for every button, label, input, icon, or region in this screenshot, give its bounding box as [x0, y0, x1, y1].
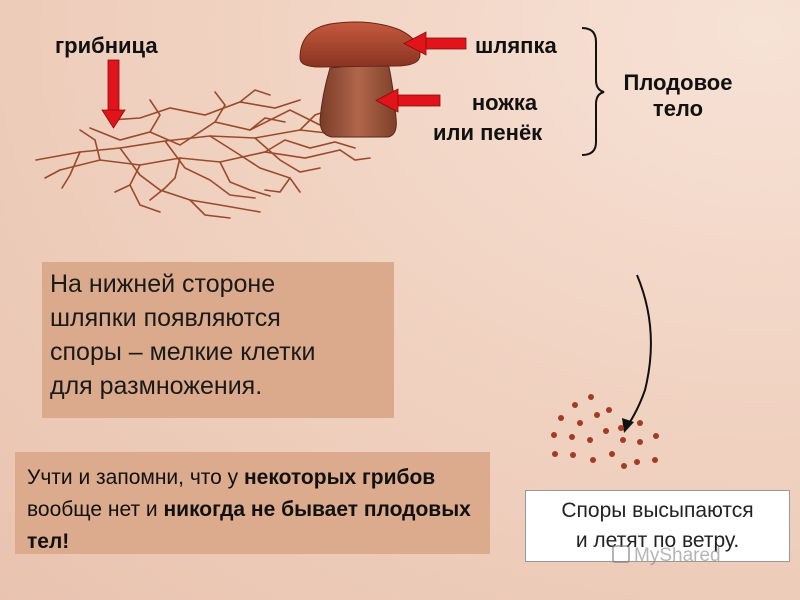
remember-note: Учти и запомни, что у некоторых грибов в… — [15, 452, 490, 554]
watermark: MyShared — [612, 545, 721, 567]
info-line-3: споры – мелкие клетки — [50, 338, 316, 366]
note-bold-1: некоторых грибов — [244, 466, 436, 489]
watermark-icon — [612, 545, 630, 563]
note-text-1: Учти и запомни, что у — [27, 466, 244, 489]
mushroom-cap — [299, 21, 421, 68]
cap-label: шляпка — [475, 33, 557, 58]
fruit-body-label-line2: тело — [652, 96, 704, 121]
stem-label-line1: ножка — [471, 90, 538, 115]
note-text-2: вообще нет и — [27, 498, 164, 521]
mycelium-network — [35, 89, 371, 219]
info-line-1: На нижней стороне — [50, 270, 276, 298]
fruit-body-brace — [581, 27, 605, 156]
spore-info-box: На нижней стороне шляпки появляются спор… — [42, 262, 394, 418]
fruit-body-label-line1: Плодовое — [623, 70, 733, 95]
mushroom — [299, 21, 421, 138]
stem-label: ножка — [452, 90, 557, 116]
arrow-to-cap — [403, 31, 467, 56]
mycelium-label: грибница — [55, 33, 158, 58]
stem-label-line2: или пенёк — [433, 120, 543, 145]
spores-caption-box: Споры высыпаются и летят по ветру. — [525, 490, 790, 562]
spore-dots — [551, 394, 659, 469]
arrow-to-mycelium — [101, 59, 126, 129]
info-line-2: шляпки появляются — [50, 304, 281, 332]
note-bold-2: никогда не бывает плодовых тел! — [27, 498, 471, 553]
spores-falling-arrow — [622, 274, 652, 433]
spores-caption-line1: Споры высыпаются — [561, 499, 754, 522]
arrow-to-stem — [375, 88, 441, 113]
watermark-text: MyShared — [634, 545, 721, 566]
info-line-4: для размножения. — [50, 372, 263, 400]
fruit-body-label: Плодовое тело — [608, 70, 748, 122]
